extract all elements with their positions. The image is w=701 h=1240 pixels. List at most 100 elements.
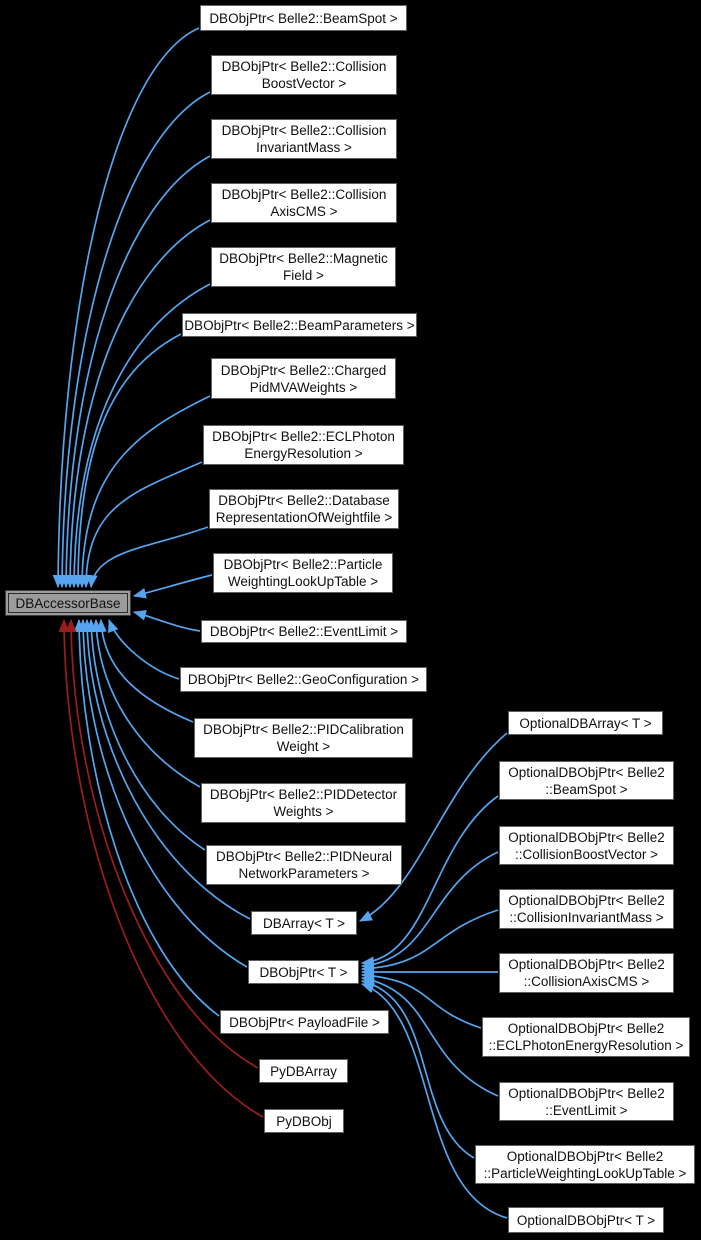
class-node-dbobjptr-collisionboostvector[interactable]: DBObjPtr< Belle2::Collision BoostVector … — [211, 55, 397, 95]
edge-n16-to-base — [81, 618, 251, 920]
class-node-label: NetworkParameters > — [238, 866, 370, 881]
class-node-label: DBObjPtr< Belle2::Collision — [221, 123, 387, 138]
class-node-label: OptionalDBObjPtr< Belle2 — [508, 829, 665, 845]
class-node-dbobjptr-collisionaxiscms[interactable]: DBObjPtr< Belle2::Collision AxisCMS > — [211, 183, 397, 223]
class-node-label: OptionalDBObjPtr< Belle2 — [508, 1085, 665, 1101]
class-node-dbobjptr-pidneuralnetworkparameters[interactable]: DBObjPtr< Belle2::PIDNeural NetworkParam… — [206, 845, 402, 885]
class-node-label: DBObjPtr< PayloadFile > — [229, 1014, 380, 1030]
edge-n18-to-base — [73, 618, 220, 1017]
class-node-dbobjptr-geoconfiguration[interactable]: DBObjPtr< Belle2::GeoConfiguration > — [180, 667, 427, 692]
class-node-dbobjptr-eclphotonenergyresolution[interactable]: DBObjPtr< Belle2::ECLPhoton EnergyResolu… — [203, 425, 404, 465]
class-node-dbarray-t[interactable]: DBArray< T > — [251, 911, 357, 935]
class-node-label: DBObjPtr< Belle2::Collision — [221, 187, 387, 202]
class-node-optionaldbobjptr-t[interactable]: OptionalDBObjPtr< T > — [508, 1207, 664, 1233]
class-node-label: PyDBArray — [270, 1063, 337, 1079]
class-node-optionaldbarray-t[interactable]: OptionalDBArray< T > — [508, 711, 663, 735]
class-node-label: DBObjPtr< Belle2::Charged — [220, 362, 387, 378]
class-node-label: OptionalDBObjPtr< Belle2 — [506, 1148, 664, 1164]
class-node-label: DBObjPtr< Belle2::GeoConfiguration > — [187, 672, 420, 687]
class-node-label: RepresentationOfWeightfile > — [215, 510, 393, 525]
class-node-label: DBObjPtr< Belle2::BeamParameters > — [184, 317, 415, 333]
class-node-label: OptionalDBObjPtr< Belle2 — [508, 957, 665, 972]
class-node-dbobjptr-collisioninvariantmass[interactable]: DBObjPtr< Belle2::Collision InvariantMas… — [211, 119, 397, 159]
class-node-label: OptionalDBObjPtr< Belle2 — [508, 893, 665, 908]
class-node-label: InvariantMass > — [256, 140, 352, 155]
class-node-label: DBObjPtr< Belle2::EventLimit > — [209, 624, 399, 639]
class-node-label: DBObjPtr< Belle2::ECLPhoton — [212, 429, 395, 444]
class-node-pydbobj[interactable]: PyDBObj — [264, 1109, 344, 1133]
class-node-label: ::CollisionAxisCMS > — [523, 974, 650, 989]
class-node-dbobjptr-t[interactable]: DBObjPtr< T > — [248, 960, 359, 984]
edge-n11-to-base — [132, 609, 201, 632]
class-node-optionaldbobjptr-collisionaxiscms[interactable]: OptionalDBObjPtr< Belle2 ::CollisionAxis… — [499, 953, 674, 993]
edge-r7-to-n17 — [360, 974, 499, 1097]
edge-r1-to-n16 — [359, 732, 508, 922]
class-node-dbobjptr-piddetectorweights[interactable]: DBObjPtr< Belle2::PIDDetector Weights > — [201, 783, 406, 823]
class-node-label: Weight > — [276, 739, 331, 754]
class-node-label: DBObjPtr< Belle2::PIDDetector — [209, 787, 398, 802]
class-node-dbobjptr-particleweightinglookuptable[interactable]: DBObjPtr< Belle2::Particle WeightingLook… — [213, 553, 393, 593]
class-node-label: DBObjPtr< Belle2::Magnetic — [219, 251, 388, 266]
class-node-pydbarray[interactable]: PyDBArray — [259, 1059, 348, 1083]
class-node-label: DBAccessorBase — [15, 595, 121, 611]
edge-n6-to-base — [72, 333, 182, 589]
edge-n8-to-base — [80, 461, 203, 589]
edge-n3-to-base — [60, 155, 211, 589]
class-node-label: PyDBObj — [276, 1113, 332, 1129]
class-node-optionaldbobjptr-beamspot[interactable]: OptionalDBObjPtr< Belle2 ::BeamSpot > — [499, 761, 674, 800]
class-node-dbaccessorbase: DBAccessorBase — [5, 590, 131, 616]
edge-n17-to-base — [77, 618, 248, 968]
class-node-label: WeightingLookUpTable > — [227, 574, 379, 589]
edge-n5-to-base — [68, 283, 211, 589]
class-node-optionaldbobjptr-particleweightinglookuptable[interactable]: OptionalDBObjPtr< Belle2 ::ParticleWeigh… — [475, 1145, 695, 1184]
edge-n1-to-base — [52, 27, 200, 589]
edge-n13-to-base — [96, 618, 194, 723]
edge-n7-to-base — [76, 395, 211, 589]
edge-n20-to-base — [58, 618, 264, 1118]
edge-r6-to-n17 — [360, 970, 482, 1029]
class-node-label: PidMVAWeights > — [249, 379, 358, 395]
edge-r8-to-n17 — [360, 978, 475, 1159]
class-node-optionaldbobjptr-collisioninvariantmass[interactable]: OptionalDBObjPtr< Belle2 ::CollisionInva… — [499, 889, 674, 929]
class-node-dbobjptr-eventlimit[interactable]: DBObjPtr< Belle2::EventLimit > — [201, 620, 407, 643]
edge-r2-to-n17 — [360, 795, 499, 968]
class-node-dbobjptr-chargedpidmvaweights[interactable]: DBObjPtr< Belle2::Charged PidMVAWeights … — [211, 358, 396, 399]
class-node-label: OptionalDBArray< T > — [519, 715, 652, 731]
class-node-label: DBObjPtr< Belle2::PIDCalibration — [203, 722, 404, 737]
class-node-dbobjptr-pidcalibrationweight[interactable]: DBObjPtr< Belle2::PIDCalibration Weight … — [194, 718, 413, 758]
edge-n19-to-base — [65, 618, 259, 1069]
class-node-label: ::CollisionInvariantMass > — [509, 910, 664, 925]
class-node-label: DBObjPtr< Belle2::Particle — [223, 557, 383, 572]
class-node-optionaldbobjptr-eclphotonenergyresolution[interactable]: OptionalDBObjPtr< Belle2 ::ECLPhotonEner… — [482, 1017, 690, 1057]
class-node-label: ::ECLPhotonEnergyResolution > — [488, 1038, 684, 1053]
class-node-dbobjptr-beamparameters[interactable]: DBObjPtr< Belle2::BeamParameters > — [182, 313, 417, 337]
class-node-label: BoostVector > — [261, 76, 347, 91]
class-node-label: AxisCMS > — [270, 204, 338, 219]
class-node-label: DBObjPtr< Belle2::Collision — [221, 59, 387, 74]
class-node-dbobjptr-payloadfile[interactable]: DBObjPtr< PayloadFile > — [220, 1010, 389, 1034]
class-node-label: ::ParticleWeightingLookUpTable > — [483, 1165, 687, 1181]
class-node-label: DBObjPtr< Belle2::Database — [218, 493, 390, 508]
edge-n4-to-base — [64, 219, 211, 589]
class-node-label: OptionalDBObjPtr< Belle2 — [508, 764, 665, 780]
class-node-optionaldbobjptr-collisionboostvector[interactable]: OptionalDBObjPtr< Belle2 ::CollisionBoos… — [499, 826, 674, 865]
edge-r4-to-n17 — [360, 909, 499, 974]
edge-n2-to-base — [56, 91, 211, 589]
edge-r9-to-n17 — [360, 982, 508, 1219]
class-node-optionaldbobjptr-eventlimit[interactable]: OptionalDBObjPtr< Belle2 ::EventLimit > — [499, 1082, 674, 1121]
highlight-inner-border: DBAccessorBase — [8, 593, 128, 613]
class-node-label: EnergyResolution > — [244, 446, 363, 461]
edge-n15-to-base — [85, 618, 206, 851]
class-node-dbobjptr-magneticfield[interactable]: DBObjPtr< Belle2::Magnetic Field > — [211, 247, 396, 287]
class-node-dbobjptr-beamspot[interactable]: DBObjPtr< Belle2::BeamSpot > — [200, 5, 407, 31]
class-node-label: OptionalDBObjPtr< Belle2 — [507, 1021, 665, 1036]
class-node-label: DBObjPtr< Belle2::PIDNeural — [216, 849, 392, 864]
edge-n10-to-base — [132, 574, 213, 599]
class-node-dbobjptr-databaserepresentationofweightfile[interactable]: DBObjPtr< Belle2::Database Representatio… — [209, 489, 399, 529]
edge-n9-to-base — [86, 526, 209, 589]
class-node-label: DBObjPtr< T > — [259, 964, 348, 980]
edge-n14-to-base — [90, 618, 201, 788]
class-node-label: DBObjPtr< Belle2::BeamSpot > — [209, 10, 398, 26]
